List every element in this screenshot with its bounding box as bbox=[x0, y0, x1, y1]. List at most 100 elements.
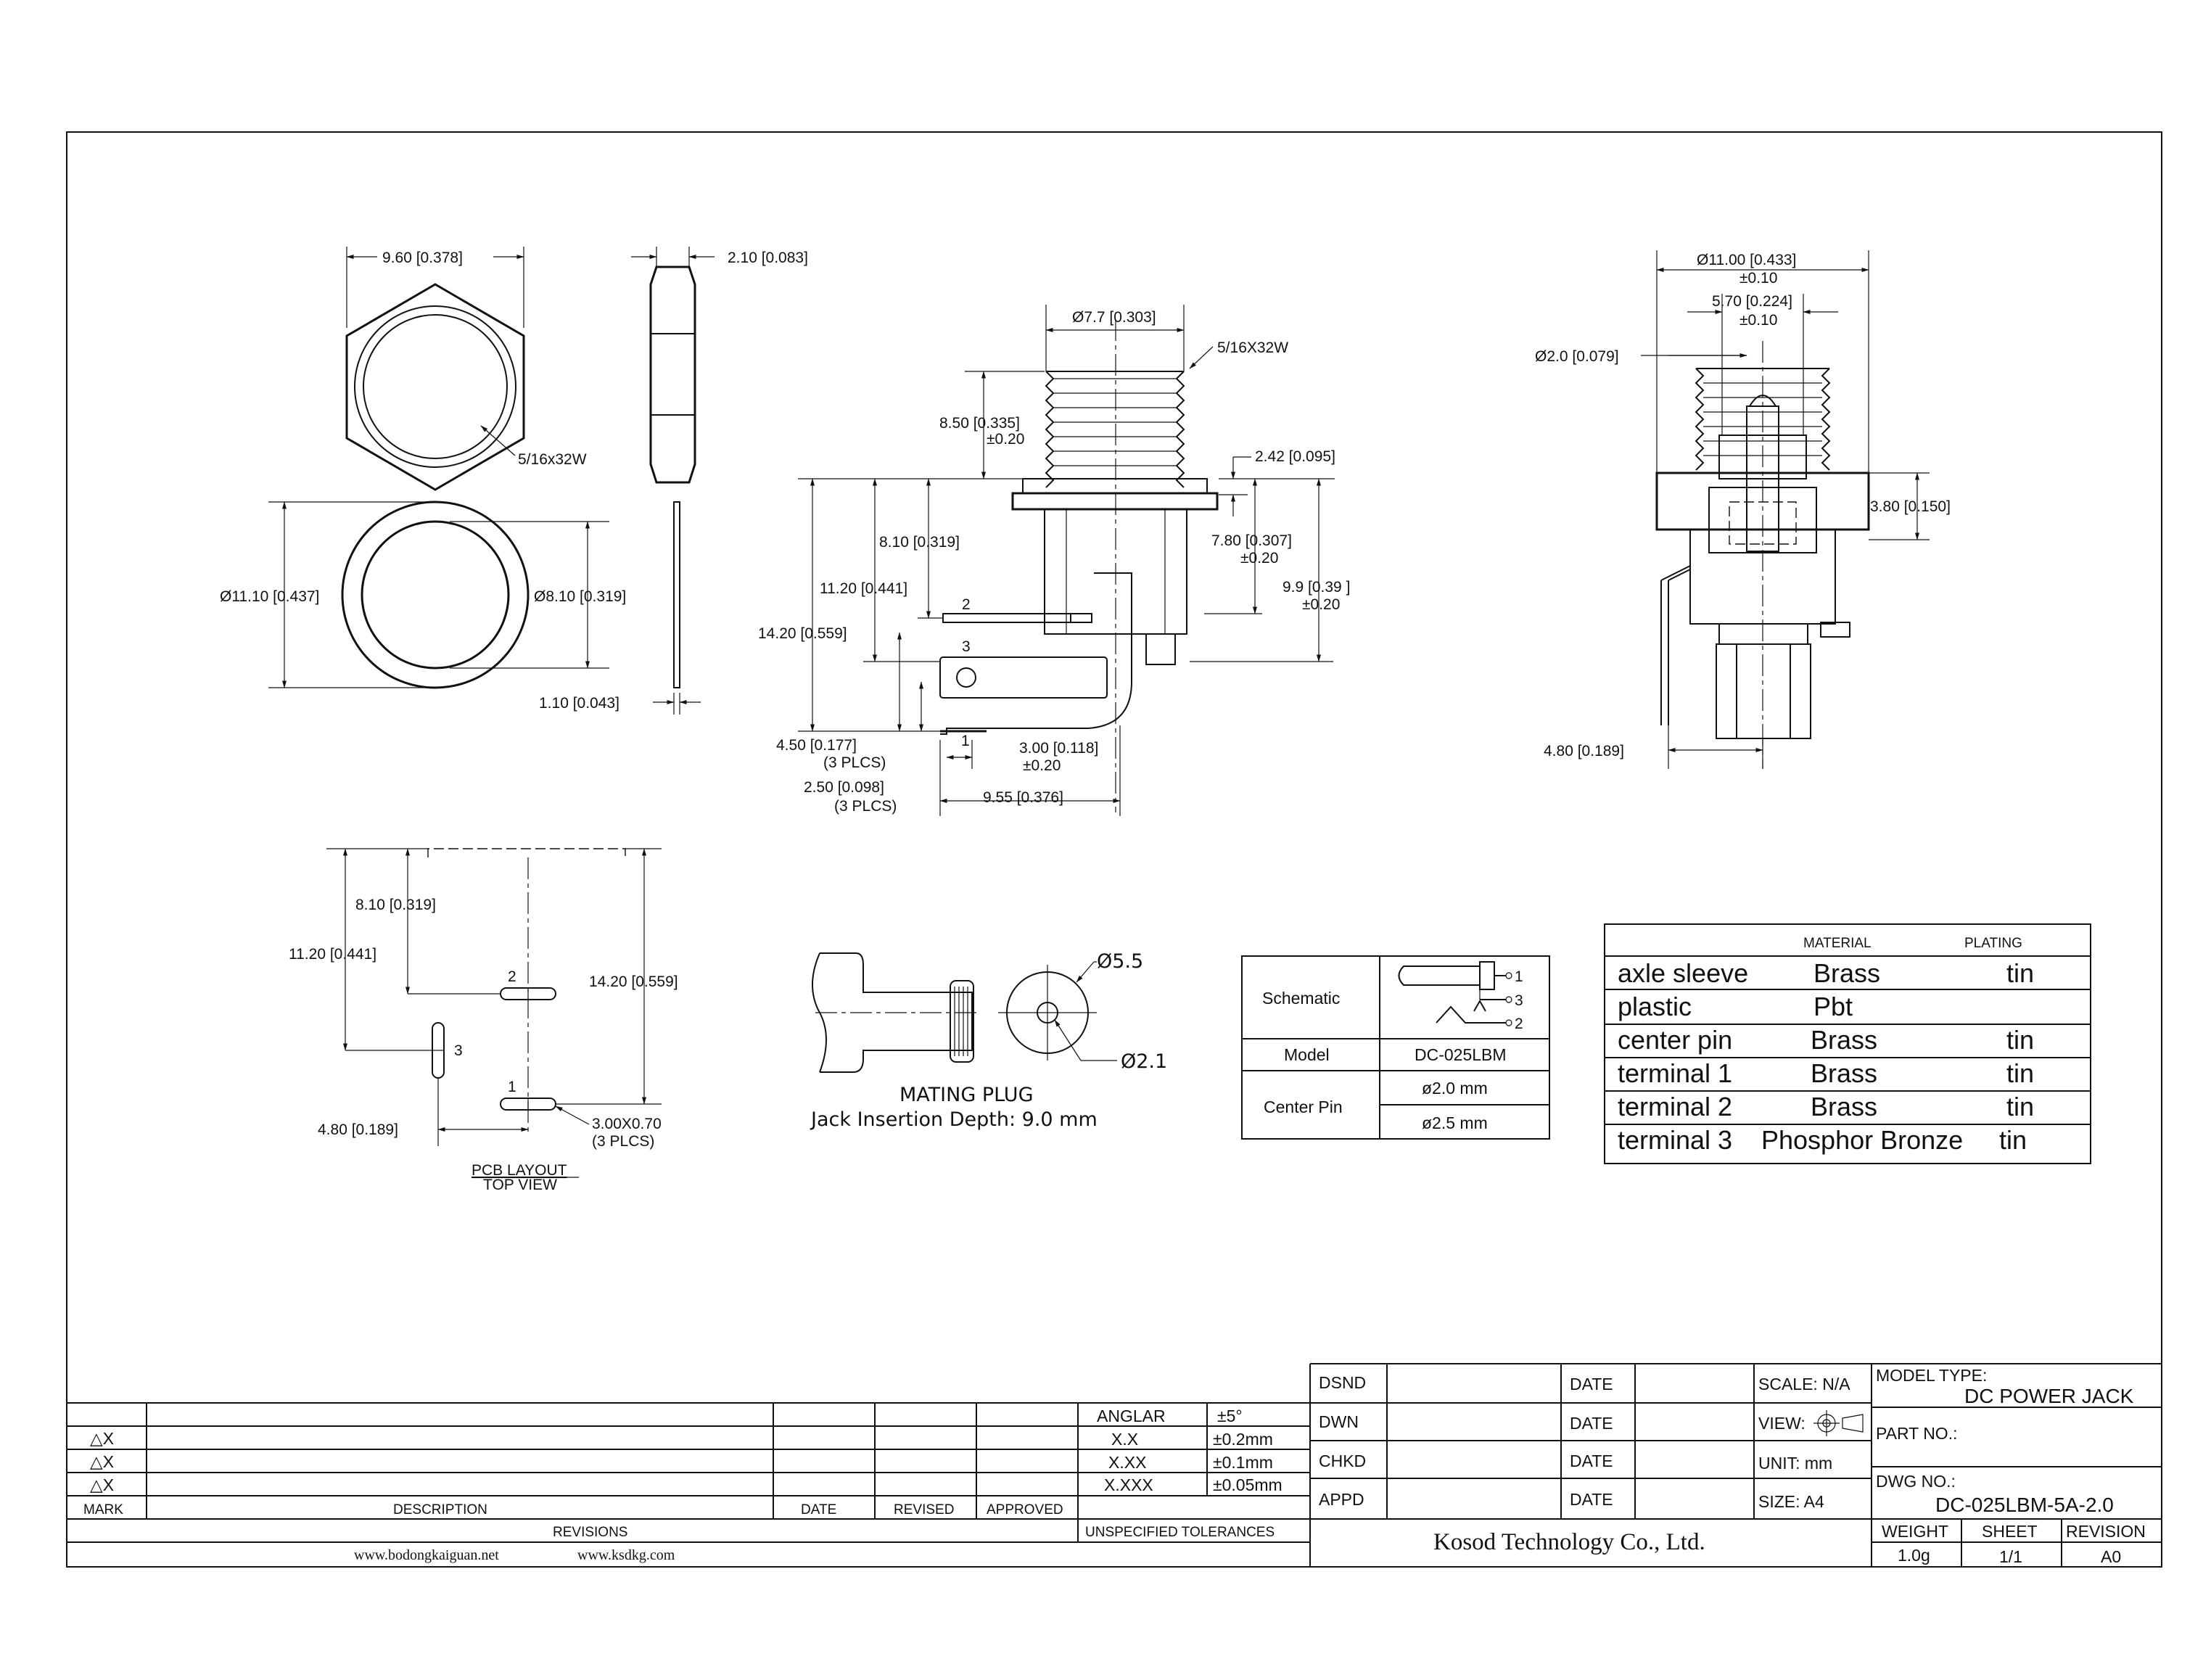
tol-value: ±0.1mm bbox=[1213, 1453, 1273, 1472]
front-pin-dia-dim: Ø2.0 [0.079] bbox=[1535, 348, 1619, 365]
sheet-border bbox=[66, 131, 2162, 1568]
material-row-material: Brass bbox=[1811, 1058, 1877, 1088]
material-table: MATERIAL PLATING axle sleeve Brass tin p… bbox=[1604, 923, 2091, 1164]
side-3.00-tol: ±0.20 bbox=[1023, 757, 1061, 774]
side-9.9-dim: 9.9 [0.39 ] bbox=[1282, 579, 1350, 596]
thread-label: 5/16X32W bbox=[1217, 339, 1288, 356]
side-2.50-dim: 2.50 [0.098] bbox=[804, 779, 884, 796]
website-2: www.ksdkg.com bbox=[577, 1547, 675, 1563]
side-11.20-dim: 11.20 [0.441] bbox=[820, 580, 907, 597]
mating-plug-subtitle: Jack Insertion Depth: 9.0 mm bbox=[810, 1108, 1098, 1131]
pcb-14.20-dim: 14.20 [0.559] bbox=[589, 973, 678, 990]
material-row-plating: tin bbox=[2006, 1058, 2034, 1088]
material-row-plating: tin bbox=[2006, 958, 2034, 988]
material-row-material: Brass bbox=[1813, 958, 1880, 988]
hex-nut-side-view: 2.10 [0.083] bbox=[631, 247, 808, 484]
sheet-label: SHEET bbox=[1982, 1522, 2038, 1541]
model-type-value: DC POWER JACK bbox=[1964, 1385, 2134, 1407]
tol-label: ANGLAR bbox=[1097, 1407, 1166, 1425]
material-row-material: Brass bbox=[1811, 1025, 1877, 1055]
side-14.20-dim: 14.20 [0.559] bbox=[758, 625, 847, 642]
material-row-part: plastic bbox=[1618, 992, 1692, 1021]
schematic-symbol: 1 3 2 bbox=[1398, 961, 1523, 1032]
washer-side-view: 1.10 [0.043] bbox=[539, 501, 701, 715]
front-od-tol: ±0.10 bbox=[1739, 270, 1777, 287]
pcb-8.10-dim: 8.10 [0.319] bbox=[355, 897, 436, 913]
dwg-no-label: DWG NO.: bbox=[1876, 1472, 1956, 1491]
plug-outer-dia: Ø5.5 bbox=[1097, 950, 1143, 973]
material-row-part: center pin bbox=[1618, 1025, 1732, 1055]
revision-value: A0 bbox=[2101, 1547, 2121, 1566]
approval-date: DATE bbox=[1570, 1414, 1613, 1433]
rev-mark-2: △X bbox=[90, 1452, 114, 1471]
jack-side-view: Ø7.7 [0.303] 5/16X32W 8.50 [0.335] ±0.20… bbox=[758, 305, 1350, 816]
schem-pin-1: 1 bbox=[1515, 968, 1523, 985]
title-block: △X △X △X MARK DESCRIPTION DATE REVISED A… bbox=[67, 1363, 2162, 1567]
tol-value: ±0.2mm bbox=[1213, 1430, 1273, 1449]
front-od-dim: Ø11.00 [0.433] bbox=[1697, 252, 1796, 268]
thread-dia-dim: Ø7.7 [0.303] bbox=[1072, 309, 1156, 326]
pcb-layout-title: PCB LAYOUT bbox=[472, 1162, 567, 1179]
material-header: MATERIAL bbox=[1803, 936, 1872, 951]
approval-role: APPD bbox=[1319, 1490, 1364, 1509]
model-type-label: MODEL TYPE: bbox=[1876, 1366, 1987, 1385]
tol-value: ±5° bbox=[1217, 1407, 1243, 1425]
rev-header-description: DESCRIPTION bbox=[393, 1502, 487, 1518]
pcb-11.20-dim: 11.20 [0.441] bbox=[289, 946, 376, 963]
thread-length-tol: ±0.20 bbox=[987, 431, 1024, 448]
side-9.55-dim: 9.55 [0.376] bbox=[983, 789, 1063, 806]
washer-front-view: Ø11.10 [0.437] Ø8.10 [0.319] bbox=[220, 501, 626, 689]
rev-header-mark: MARK bbox=[83, 1502, 123, 1518]
website-1: www.bodongkaiguan.net bbox=[354, 1547, 499, 1563]
flange-dim: 2.42 [0.095] bbox=[1255, 448, 1335, 465]
thread-length-dim: 8.50 [0.335] bbox=[939, 415, 1020, 432]
weight-value: 1.0g bbox=[1898, 1546, 1930, 1565]
washer-od-dim: Ø11.10 [0.437] bbox=[220, 588, 319, 605]
hex-nut-front-view: 9.60 [0.378] 5/16x32W bbox=[345, 247, 587, 491]
approval-role: CHKD bbox=[1319, 1452, 1366, 1470]
side-9.9-tol: ±0.20 bbox=[1302, 596, 1340, 613]
nut-thread-label: 5/16x32W bbox=[518, 451, 587, 468]
approval-date: DATE bbox=[1570, 1375, 1613, 1393]
schem-pin-3: 3 bbox=[1515, 992, 1523, 1009]
rev-mark-1: △X bbox=[90, 1429, 114, 1448]
side-pin-2: 2 bbox=[962, 596, 971, 613]
pcb-pad-3-label: 3 bbox=[454, 1042, 463, 1059]
pcb-4.80-dim: 4.80 [0.189] bbox=[318, 1121, 398, 1138]
approval-role: DSND bbox=[1319, 1373, 1366, 1392]
material-row-plating: tin bbox=[2006, 1025, 2034, 1055]
company-name: Kosod Technology Co., Ltd. bbox=[1433, 1529, 1705, 1555]
rev-header-date: DATE bbox=[801, 1502, 836, 1518]
model-value: DC-025LBM bbox=[1415, 1045, 1507, 1064]
dwg-no-value: DC-025LBM-5A-2.0 bbox=[1935, 1494, 2114, 1516]
sheet-value: 1/1 bbox=[1999, 1547, 2022, 1566]
plug-inner-dia: Ø2.1 bbox=[1121, 1050, 1167, 1073]
side-4.50-dim: 4.50 [0.177] bbox=[776, 737, 857, 754]
washer-id-dim: Ø8.10 [0.319] bbox=[534, 588, 626, 605]
front-bore-tol: ±0.10 bbox=[1739, 312, 1777, 329]
weight-label: WEIGHT bbox=[1882, 1522, 1948, 1541]
schem-pin-2: 2 bbox=[1515, 1016, 1523, 1032]
mating-plug-title: MATING PLUG bbox=[899, 1084, 1034, 1106]
tol-label: X.XXX bbox=[1104, 1475, 1153, 1494]
center-pin-value-1: ø2.0 mm bbox=[1422, 1079, 1488, 1098]
tolerances-title: UNSPECIFIED TOLERANCES bbox=[1085, 1525, 1275, 1540]
side-7.80-tol: ±0.20 bbox=[1240, 550, 1278, 567]
size-label: SIZE: A4 bbox=[1758, 1492, 1824, 1511]
pcb-slot-qty: (3 PLCS) bbox=[592, 1133, 654, 1150]
side-pin-3: 3 bbox=[962, 638, 971, 655]
mating-plug: Ø5.5 Ø2.1 MATING PLUG Jack Insertion Dep… bbox=[810, 950, 1167, 1131]
material-row-plating: tin bbox=[2006, 1092, 2034, 1121]
revisions-title: REVISIONS bbox=[553, 1525, 627, 1540]
center-pin-value-2: ø2.5 mm bbox=[1422, 1113, 1488, 1132]
front-4.80-dim: 4.80 [0.189] bbox=[1544, 743, 1624, 759]
approval-date: DATE bbox=[1570, 1452, 1613, 1470]
rev-header-revised: REVISED bbox=[894, 1502, 954, 1518]
approval-role: DWN bbox=[1319, 1412, 1359, 1431]
material-row-part: terminal 1 bbox=[1618, 1058, 1732, 1088]
unit-label: UNIT: mm bbox=[1758, 1454, 1832, 1473]
material-row-material: Pbt bbox=[1813, 992, 1853, 1021]
part-no-label: PART NO.: bbox=[1876, 1424, 1957, 1443]
material-row-plating: tin bbox=[1999, 1125, 2027, 1155]
